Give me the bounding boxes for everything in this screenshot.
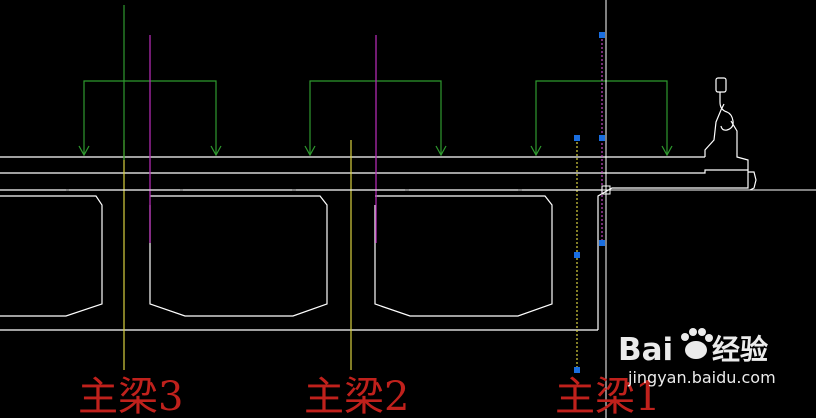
load-arrowhead bbox=[78, 145, 90, 157]
deck-slab bbox=[0, 156, 749, 330]
label-girder-2: 主梁2 bbox=[304, 374, 409, 418]
grip-point[interactable] bbox=[599, 135, 605, 141]
grip-point[interactable] bbox=[599, 240, 605, 246]
load-arrowhead bbox=[210, 145, 222, 157]
grip-point[interactable] bbox=[574, 367, 580, 373]
girder-axes bbox=[123, 140, 352, 370]
web-lines bbox=[149, 35, 377, 243]
grip-point[interactable] bbox=[574, 135, 580, 141]
watermark-logo-bai: Bai bbox=[618, 332, 673, 368]
grip-point[interactable] bbox=[599, 32, 605, 38]
baidu-watermark: Bai 经验 jingyan.baidu.com bbox=[618, 328, 776, 387]
load-arrowhead bbox=[435, 145, 447, 157]
watermark-logo-jingyan: 经验 bbox=[712, 333, 768, 366]
watermark-url: jingyan.baidu.com bbox=[627, 368, 776, 387]
label-girder-1: 主梁1 bbox=[555, 374, 660, 418]
paw-icon bbox=[681, 328, 713, 359]
parapet bbox=[704, 77, 757, 191]
label-girder-3: 主梁3 bbox=[78, 374, 183, 418]
load-arrowhead bbox=[661, 145, 673, 157]
load-arrowhead bbox=[304, 145, 316, 157]
load-arrowhead bbox=[530, 145, 542, 157]
grip-point[interactable] bbox=[574, 252, 580, 258]
grip-points[interactable] bbox=[574, 32, 605, 373]
box-girders bbox=[0, 195, 598, 331]
